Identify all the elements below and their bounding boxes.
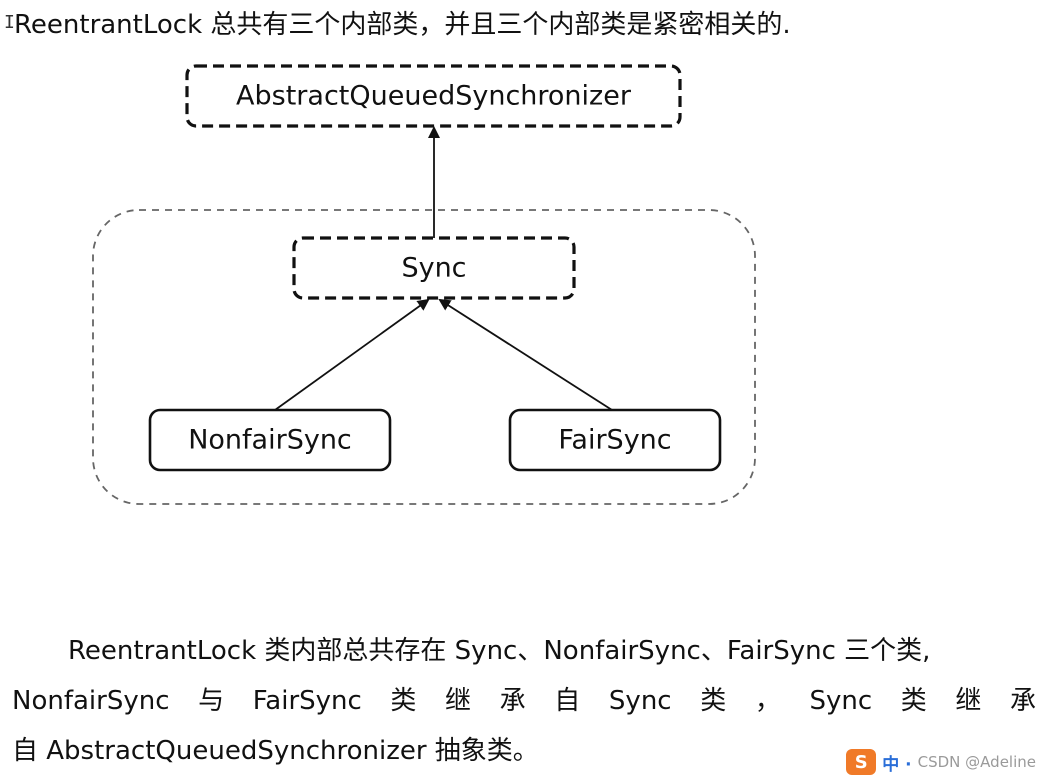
watermark-text: CSDN @Adeline xyxy=(917,753,1036,771)
description-token: NonfairSync xyxy=(12,686,170,716)
text-cursor-icon: I xyxy=(4,12,15,33)
intro-text: ReentrantLock 总共有三个内部类，并且三个内部类是紧密相关的. xyxy=(14,10,791,40)
aqs-node: AbstractQueuedSynchronizer xyxy=(185,64,682,128)
description-token: 类 xyxy=(390,686,417,716)
nonfairsync-node: NonfairSync xyxy=(148,408,392,472)
nonfairsync-to-sync-arrow xyxy=(274,298,430,411)
fairsync-node-label: FairSync xyxy=(558,425,671,456)
description-token: 与 xyxy=(198,686,225,716)
description-token: 承 xyxy=(499,686,526,716)
csdn-watermark: S 中 · CSDN @Adeline xyxy=(846,749,1036,775)
description-token: Sync xyxy=(809,686,873,716)
description-line-1: ReentrantLock 类内部总共存在 Sync、NonfairSync、F… xyxy=(68,636,931,666)
description-token: 继 xyxy=(445,686,472,716)
sogou-logo-icon: S xyxy=(846,749,877,775)
inner-classes-group-boundary xyxy=(92,209,756,505)
description-line-3: 自 AbstractQueuedSynchronizer 抽象类。 xyxy=(12,736,539,766)
fairsync-to-sync-arrow xyxy=(438,298,613,411)
description-token: ， xyxy=(754,686,781,716)
description-token: 自 xyxy=(554,686,581,716)
description-token: FairSync xyxy=(252,686,362,716)
sync-node-label: Sync xyxy=(401,253,466,284)
description-token: 类 xyxy=(900,686,927,716)
description-token: 类 xyxy=(700,686,727,716)
aqs-node-label: AbstractQueuedSynchronizer xyxy=(236,81,632,112)
description-token: 继 xyxy=(955,686,982,716)
fairsync-node: FairSync xyxy=(508,408,722,472)
ime-indicator[interactable]: 中 · xyxy=(882,754,912,775)
description-line-2: NonfairSync 与 FairSync 类 继 承 自 Sync 类 ， … xyxy=(12,676,1036,726)
sync-node: Sync xyxy=(292,236,576,300)
nonfairsync-node-label: NonfairSync xyxy=(188,425,352,456)
description-paragraph: ReentrantLock 类内部总共存在 Sync、NonfairSync、F… xyxy=(12,626,1038,776)
description-token: 承 xyxy=(1009,686,1036,716)
description-token: Sync xyxy=(608,686,672,716)
